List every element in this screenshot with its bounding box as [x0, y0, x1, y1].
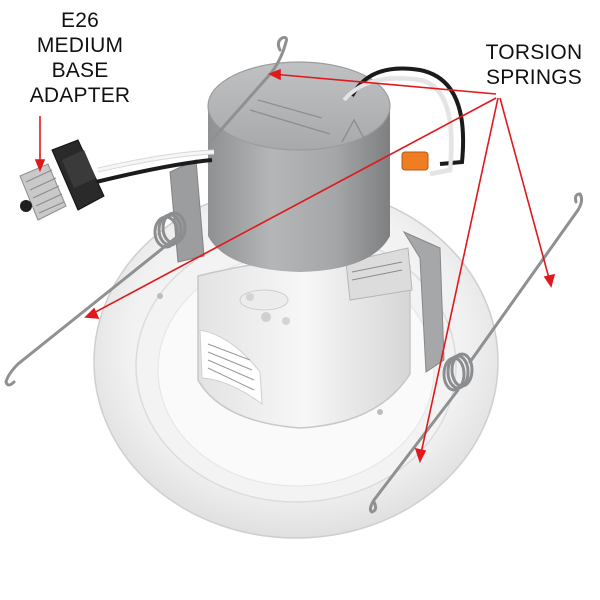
spring-arm-bottom — [368, 388, 460, 514]
callout-arrows — [34, 68, 556, 464]
power-wires — [95, 66, 466, 184]
spring-arm-right — [468, 192, 584, 364]
callout-line: TORSION — [485, 41, 583, 64]
springs-arrow-left — [87, 97, 497, 317]
callout-line: ADAPTER — [29, 84, 131, 107]
callout-line: MEDIUM — [36, 34, 124, 57]
callout-line: SPRINGS — [486, 66, 582, 89]
lithonia-logo — [249, 99, 367, 143]
coil-right — [442, 352, 474, 392]
callout-line: E26 — [61, 9, 99, 32]
torsion-spring-arms — [4, 36, 584, 514]
spring-arm-top — [210, 36, 288, 142]
springs-arrow-right — [499, 97, 551, 283]
springs-arrow-bottom — [419, 97, 499, 459]
springs-arrow-top — [271, 73, 497, 95]
callout-line: BASE — [51, 59, 109, 82]
product-label — [199, 329, 263, 406]
e26-adapter-label: E26 MEDIUM BASE ADAPTER — [0, 8, 160, 108]
e26-adapter — [19, 139, 105, 221]
torsion-springs-label: TORSION SPRINGS — [470, 40, 598, 90]
driver-junction-box — [207, 61, 391, 272]
spring-arm-left — [4, 234, 180, 387]
wire-connector — [401, 151, 429, 171]
